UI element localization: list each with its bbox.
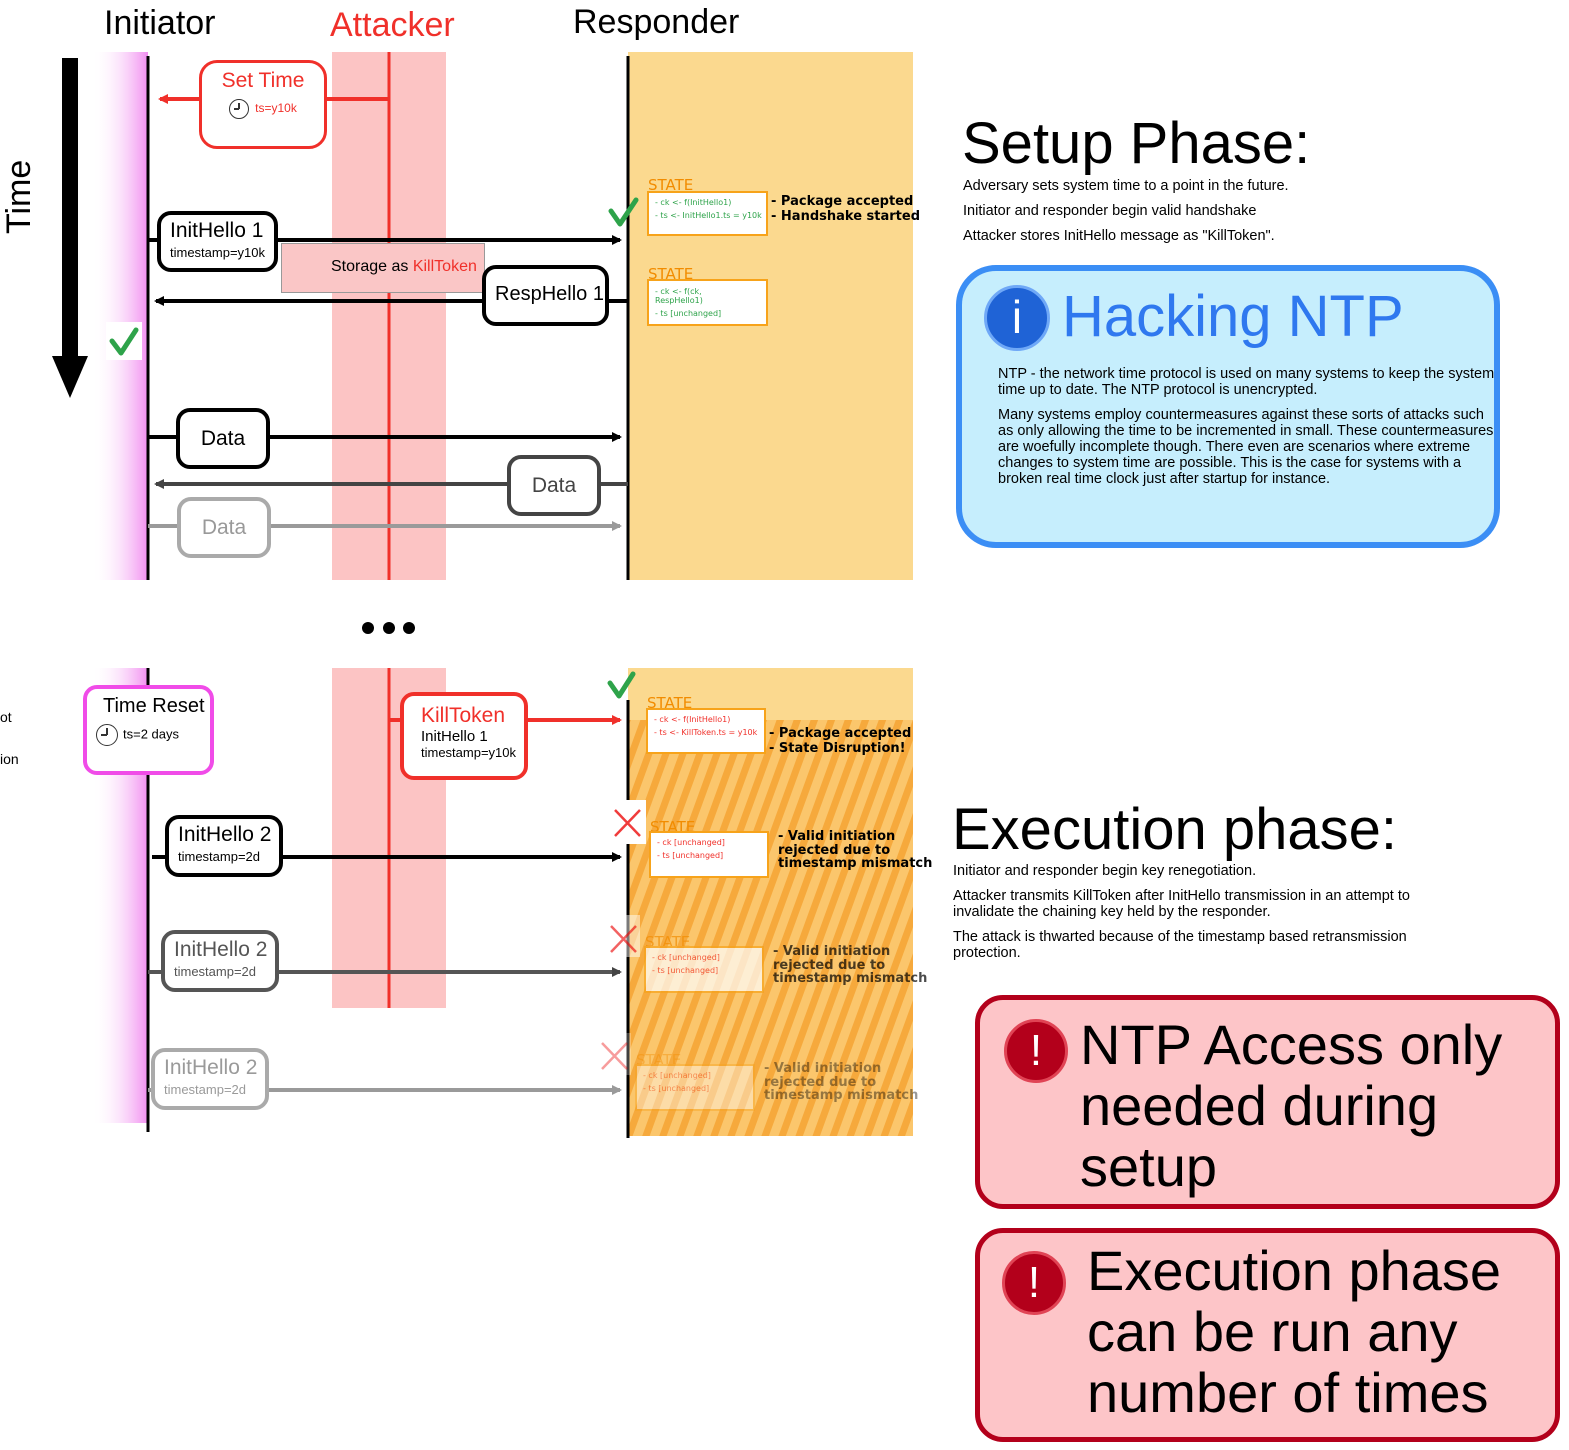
resp-hello-1-box: RespHello 1 (482, 265, 609, 326)
set-time-sub: ts=y10k (255, 101, 297, 116)
init-hello-1-sub: timestamp=y10k (170, 245, 266, 260)
state-6-notes: - Valid initiation rejected due to times… (764, 1061, 919, 1103)
state-3-label: STATE (647, 694, 693, 712)
init-hello-1-box: InitHello 1 timestamp=y10k (157, 211, 278, 272)
left-fragment-1: ot (0, 709, 12, 725)
info-box-hacking-ntp: i Hacking NTP NTP - the network time pro… (956, 265, 1500, 548)
set-time-box: Set Time ts=y10k (199, 60, 327, 149)
time-reset-title: Time Reset (103, 695, 205, 717)
info-title: Hacking NTP (1062, 284, 1404, 349)
left-fragment-2: ion (0, 751, 19, 767)
init-hello-2a-title: InitHello 2 (178, 823, 272, 846)
storage-box: Storage as KillToken (281, 243, 485, 293)
check-icon-accept-1 (608, 197, 639, 227)
init-hello-1-title: InitHello 1 (170, 219, 264, 242)
warning-box-ntp-access: ! NTP Access only needed during setup (975, 995, 1560, 1209)
state-1-label: STATE (648, 176, 694, 194)
state-6-box: - ck [unchanged] - ts [unchanged] (635, 1064, 755, 1111)
init-hello-2a-sub: timestamp=2d (178, 849, 261, 864)
init-hello-2a-box: InitHello 2 timestamp=2d (165, 815, 283, 877)
set-time-title: Set Time (221, 69, 305, 92)
state-3-notes: - Package accepted - State Disruption! (769, 726, 912, 756)
storage-token: KillToken (412, 258, 477, 275)
data-2-box: Data (507, 455, 601, 516)
state-1-notes: - Package accepted - Handshake started (771, 194, 921, 224)
kill-token-line1: InitHello 1 (421, 728, 488, 745)
data-1-box: Data (176, 408, 270, 469)
check-icon-accept-2 (607, 671, 636, 699)
data-3-label: Data (201, 516, 247, 539)
exclamation-icon: ! (1004, 1019, 1068, 1083)
execution-phase-title: Execution phase: (952, 797, 1397, 862)
init-hello-2c-sub: timestamp=2d (164, 1082, 247, 1097)
state-5-notes: - Valid initiation rejected due to times… (773, 944, 928, 986)
init-hello-2b-sub: timestamp=2d (174, 964, 257, 979)
clock-icon (229, 99, 250, 119)
init-hello-2c-box: InitHello 2 timestamp=2d (151, 1048, 269, 1110)
state-4-notes: - Valid initiation rejected due to times… (778, 829, 933, 871)
initiator-lane-top (92, 52, 148, 580)
clock-icon (96, 724, 118, 746)
state-1-box: - ck <- f(InitHello1) - ts <- InitHello1… (647, 191, 768, 236)
time-reset-sub: ts=2 days (123, 726, 180, 742)
data-3-box: Data (177, 497, 271, 558)
time-reset-box: Time Reset ts=2 days (83, 685, 214, 775)
responder-title: Responder (573, 3, 740, 41)
info-icon: i (984, 285, 1050, 351)
setup-phase-title: Setup Phase: (962, 111, 1311, 176)
state-2-box: - ck <- f(ck, RespHello1) - ts [unchange… (647, 279, 768, 326)
attacker-title: Attacker (330, 6, 455, 44)
initiator-title: Initiator (104, 4, 216, 42)
ellipsis-dots (362, 622, 415, 634)
data-1-label: Data (200, 427, 246, 450)
time-axis-label: Time (0, 159, 38, 234)
storage-prefix: Storage as (331, 258, 413, 275)
check-icon-initiator (106, 322, 142, 360)
execution-phase-text: Initiator and responder begin key renego… (953, 863, 1410, 961)
cross-icon-reject-2 (606, 915, 640, 957)
state-3-box: - ck <- f(InitHello1) - ts <- KillToken.… (646, 708, 766, 754)
state-5-box: - ck [unchanged] - ts [unchanged] (644, 946, 764, 993)
kill-token-line2: timestamp=y10k (421, 745, 517, 760)
resp-hello-1-title: RespHello 1 (495, 283, 604, 305)
init-hello-2b-title: InitHello 2 (174, 938, 268, 961)
kill-token-box: KillToken InitHello 1 timestamp=y10k (400, 692, 528, 780)
state-4-box: - ck [unchanged] - ts [unchanged] (649, 831, 769, 878)
state-2-label: STATE (648, 265, 694, 283)
init-hello-2c-title: InitHello 2 (164, 1056, 258, 1079)
info-text: NTP - the network time protocol is used … (998, 366, 1495, 487)
kill-token-title: KillToken (421, 704, 506, 727)
data-2-label: Data (531, 474, 577, 497)
warning-text-1: NTP Access only needed during setup (1080, 1013, 1503, 1198)
warning-text-2: Execution phase can be run any number of… (1087, 1239, 1502, 1424)
setup-phase-text: Adversary sets system time to a point in… (963, 178, 1289, 244)
init-hello-2b-box: InitHello 2 timestamp=2d (161, 930, 279, 992)
cross-icon-reject-1 (610, 800, 646, 844)
state-6-label: STATE (636, 1051, 682, 1069)
exclamation-icon: ! (1002, 1251, 1066, 1315)
responder-lane-disrupted (628, 720, 913, 1136)
cross-icon-reject-3 (597, 1033, 631, 1075)
warning-box-execution-repeat: ! Execution phase can be run any number … (975, 1228, 1560, 1442)
